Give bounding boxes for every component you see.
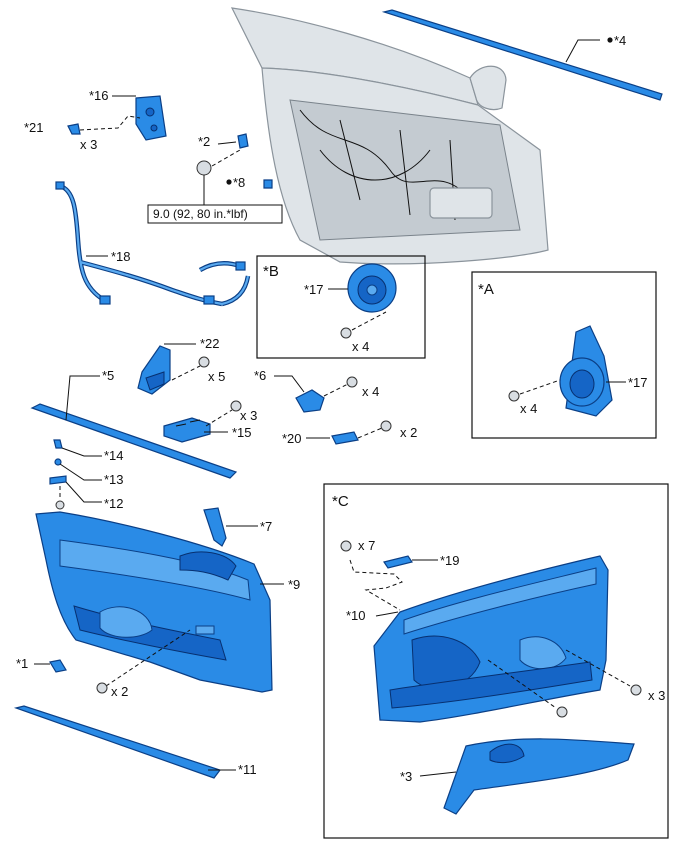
- part-label-2: *2: [198, 134, 210, 149]
- quantity-20: x 2: [400, 425, 417, 440]
- quantity-9: x 2: [111, 684, 128, 699]
- torque-bolt: [196, 160, 212, 176]
- door-shell: [230, 7, 549, 265]
- part-label-10: *10: [346, 608, 366, 623]
- door-trim-panel-part-9: *9 x 2: [35, 511, 300, 699]
- quantity-a: x 4: [520, 401, 537, 416]
- view-a-box: *A *17 x 4: [471, 271, 657, 439]
- weatherstrip-part-5: *5: [30, 368, 238, 479]
- part-label-17-b: *17: [304, 282, 324, 297]
- part-label-19: *19: [440, 553, 460, 568]
- clips-group: *14 *13 *12: [49, 439, 124, 511]
- quantity-22: x 5: [208, 369, 225, 384]
- part-label-15: *15: [232, 425, 252, 440]
- part-label-12: *12: [104, 496, 124, 511]
- part-label-7: *7: [260, 519, 272, 534]
- part-1-group: *1: [16, 656, 67, 673]
- part-label-9: *9: [288, 577, 300, 592]
- switch-part-15: x 3 *15: [163, 400, 257, 443]
- part-label-6: *6: [254, 368, 266, 383]
- view-b-box: *B *17 x 4: [256, 255, 426, 359]
- part-label-16: *16: [89, 88, 109, 103]
- quantity-21: x 3: [80, 137, 97, 152]
- lower-moulding-part-11: *11: [13, 705, 257, 779]
- part-label-13: *13: [104, 472, 124, 487]
- quantity-c-3: x 3: [648, 688, 665, 703]
- view-label-a: *A: [478, 281, 494, 298]
- part-label-20: *20: [282, 431, 302, 446]
- belt-moulding-part-4: *4: [381, 9, 663, 101]
- quantity-6: x 4: [362, 384, 379, 399]
- part-20-group: *20 x 2: [282, 420, 417, 446]
- part-2-group: *2 9.0 (92, 80 in.*lbf) *8: [147, 133, 283, 224]
- part-label-14: *14: [104, 448, 124, 463]
- wire-harness-part-18: *18: [55, 181, 251, 307]
- part-label-3: *3: [400, 769, 412, 784]
- torque-spec-box: [147, 204, 283, 224]
- quantity-b: x 4: [352, 339, 369, 354]
- torque-spec: 9.0 (92, 80 in.*lbf): [153, 207, 248, 221]
- part-label-22: *22: [200, 336, 220, 351]
- part-label-4: *4: [614, 33, 626, 48]
- part-label-17-a: *17: [628, 375, 648, 390]
- bullet-dot: [607, 37, 613, 43]
- part-label-8: *8: [233, 175, 245, 190]
- view-label-b: *B: [263, 263, 279, 280]
- view-label-c: *C: [332, 493, 349, 510]
- part-7-group: *7: [203, 507, 272, 547]
- view-c-box: *C x 7 *19 *10 x 3 *3: [323, 483, 669, 839]
- part-label-5: *5: [102, 368, 114, 383]
- part-label-11: *11: [238, 762, 257, 777]
- handle-part-6: *6 x 4: [254, 368, 379, 413]
- part-label-21: *21: [24, 120, 44, 135]
- quantity-15: x 3: [240, 408, 257, 423]
- part-label-1: *1: [16, 656, 28, 671]
- module-part-22: *22 x 5: [137, 336, 225, 395]
- bracket-part-16: *16 *21 x 3: [24, 88, 167, 152]
- part-label-18: *18: [111, 249, 131, 264]
- quantity-c-7: x 7: [358, 538, 375, 553]
